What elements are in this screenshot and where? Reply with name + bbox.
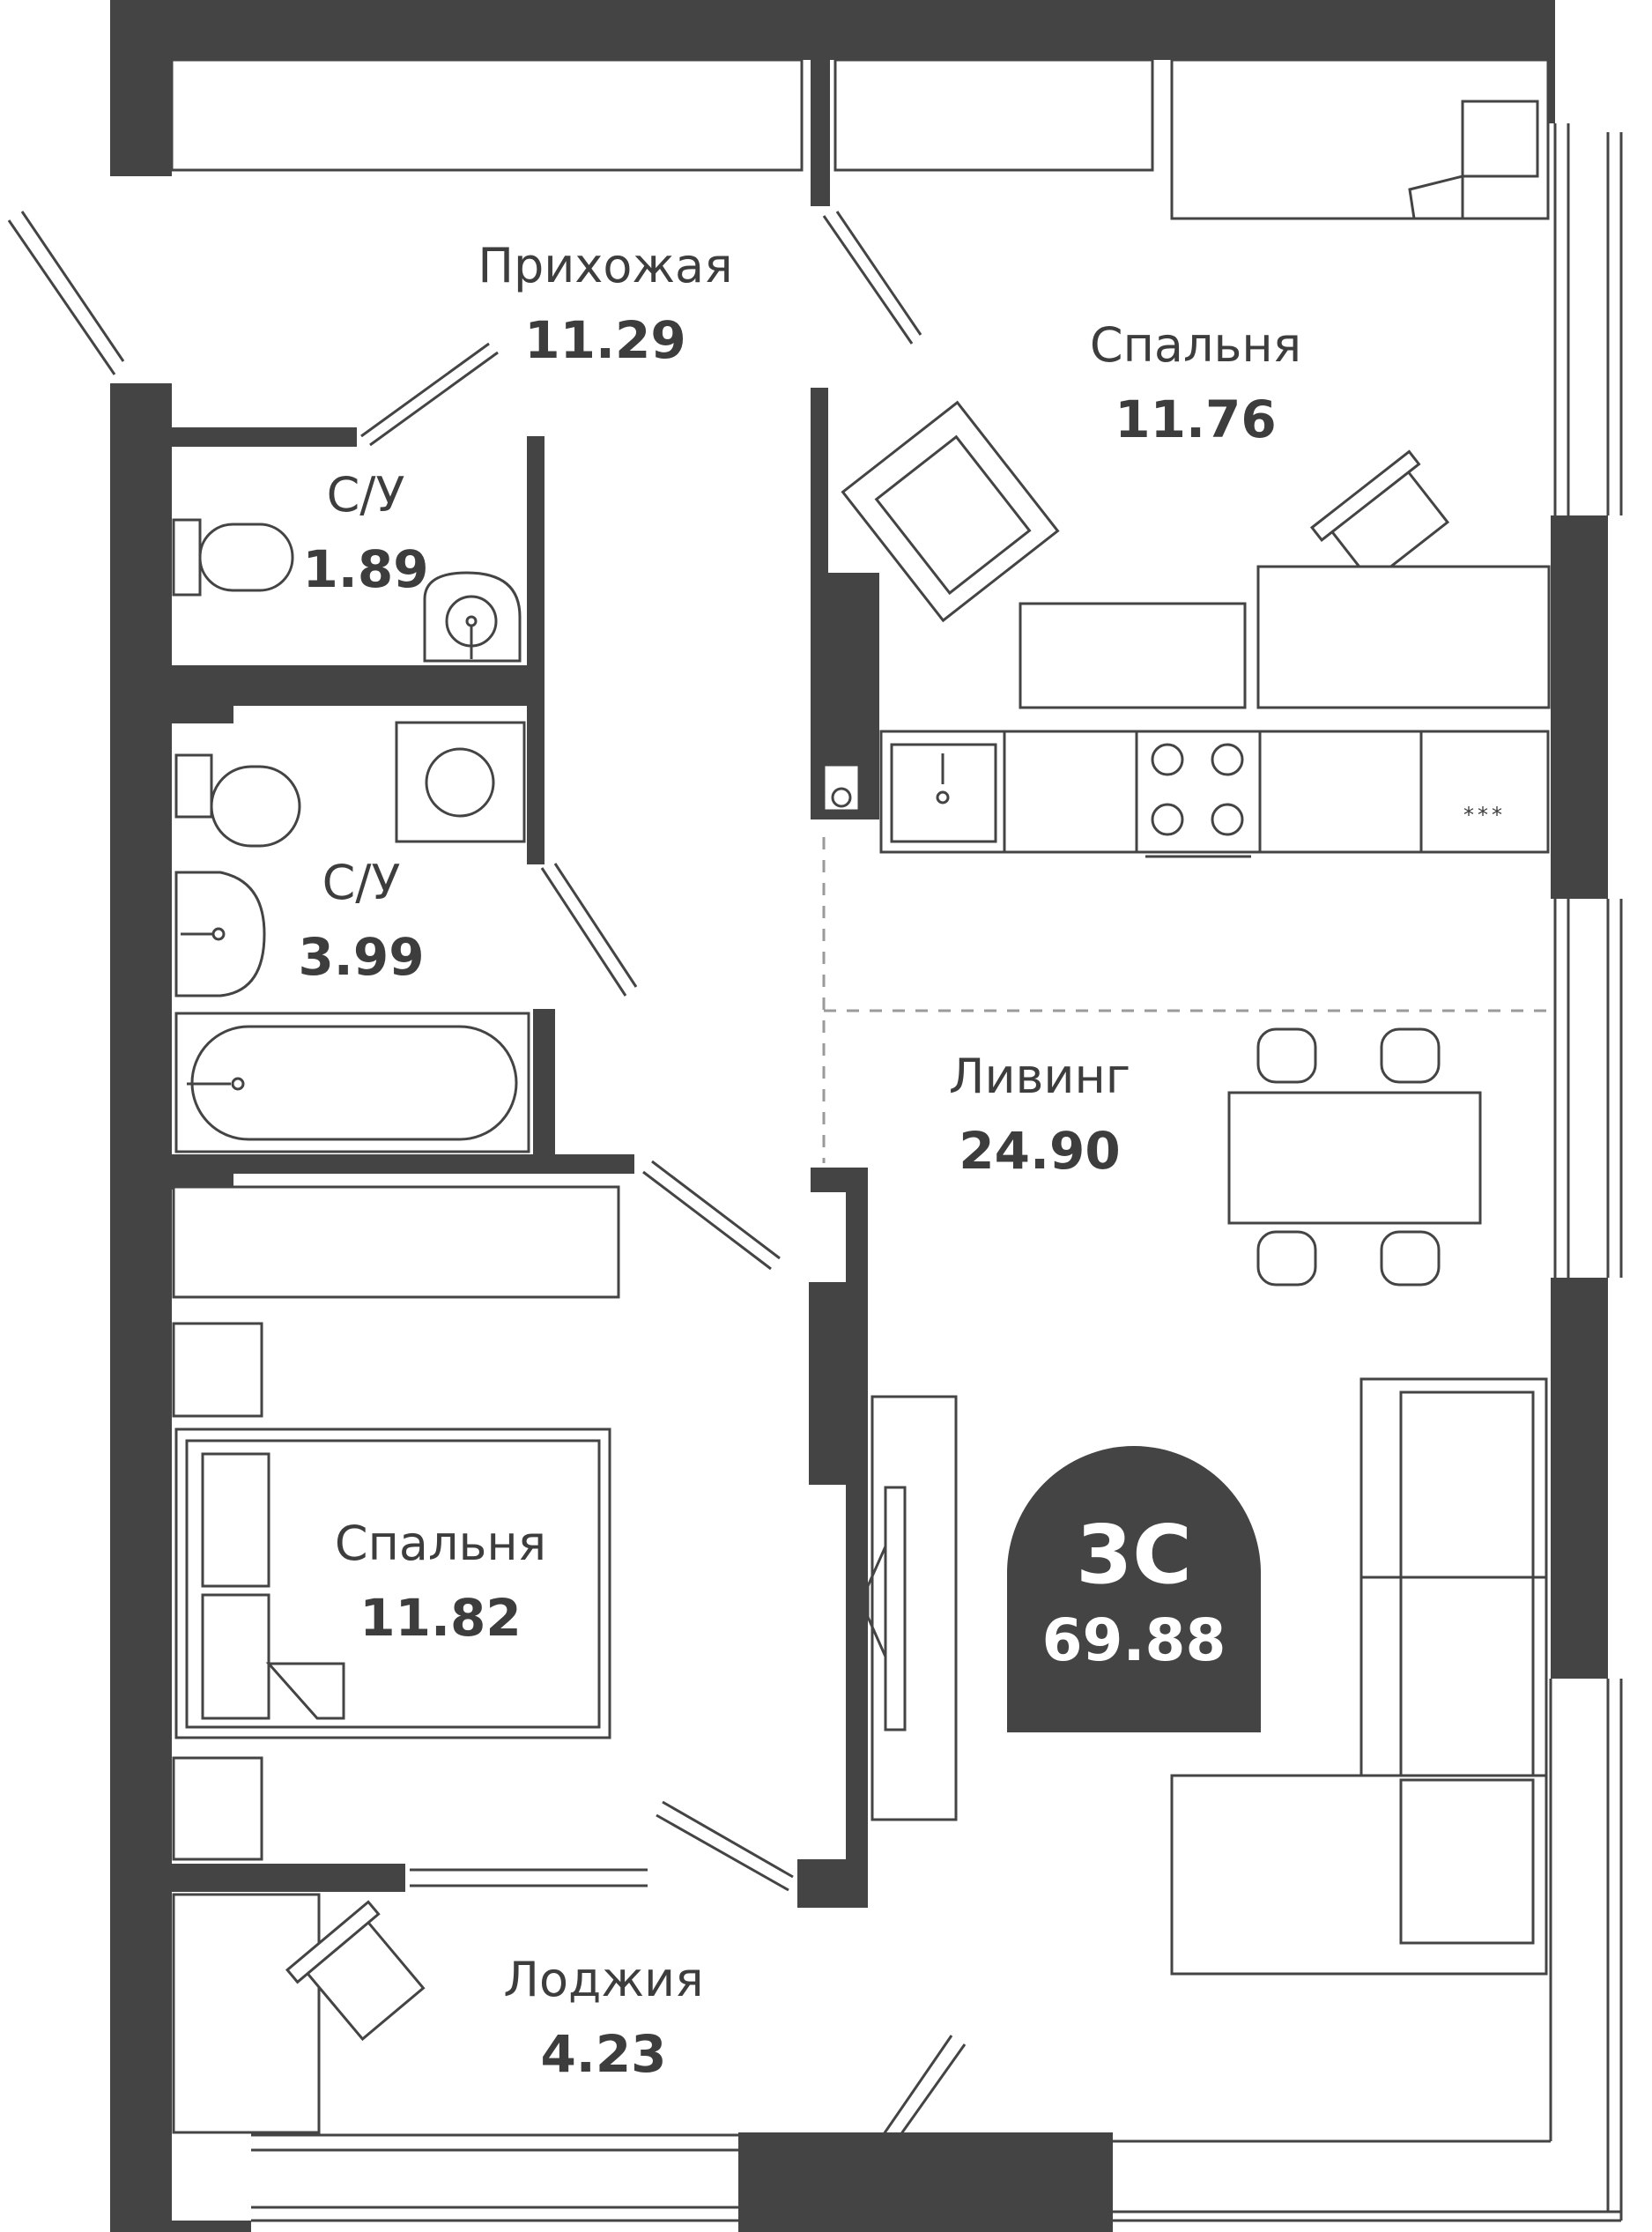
living-furniture [866, 1027, 1548, 1976]
room-area: 24.90 [959, 1121, 1121, 1181]
room-label-living: Ливинг 24.90 [948, 1049, 1131, 1181]
wardrobes [170, 58, 1154, 172]
loggia-furniture [172, 1893, 426, 2134]
room-area: 11.29 [524, 310, 686, 370]
zone-dividers [822, 837, 1548, 1163]
room-label-bedroom-bottom: Спальня 11.82 [334, 1516, 547, 1648]
room-name: Ливинг [948, 1049, 1131, 1104]
bedroom-bottom-furniture [172, 1185, 620, 1861]
doors [7, 211, 967, 2182]
room-label-hallway: Прихожая 11.29 [478, 238, 733, 370]
bedroom-top-furniture [841, 58, 1551, 709]
room-name: Лоджия [503, 1952, 704, 2007]
apartment-badge: 3С 69.88 [1007, 1446, 1261, 1732]
room-label-bedroom-top: Спальня 11.76 [1089, 317, 1302, 449]
room-label-wc-small: С/У 1.89 [302, 467, 429, 599]
room-area: 4.23 [540, 2024, 667, 2084]
cooktop-marks: *** [1463, 803, 1506, 827]
kitchen [822, 730, 1550, 858]
room-area: 1.89 [302, 539, 429, 599]
room-label-wc-large: С/У 3.99 [298, 859, 424, 983]
room-label-loggia: Лоджия 4.23 [503, 1956, 703, 2080]
room-name: Спальня [1089, 317, 1302, 373]
room-area: 11.82 [359, 1588, 522, 1648]
room-name: Прихожая [478, 238, 733, 293]
windows [251, 123, 1623, 2222]
room-name: Спальня [334, 1516, 547, 1571]
room-area: 11.76 [1115, 389, 1277, 449]
apartment-type: 3С [1076, 1508, 1192, 1602]
room-area: 3.99 [298, 927, 425, 987]
apartment-total-area: 69.88 [1041, 1606, 1226, 1674]
wc-large-fixtures [174, 721, 530, 1153]
room-name: С/У [322, 855, 401, 910]
wc-small-fixtures [172, 518, 522, 663]
room-name: С/У [326, 467, 405, 523]
